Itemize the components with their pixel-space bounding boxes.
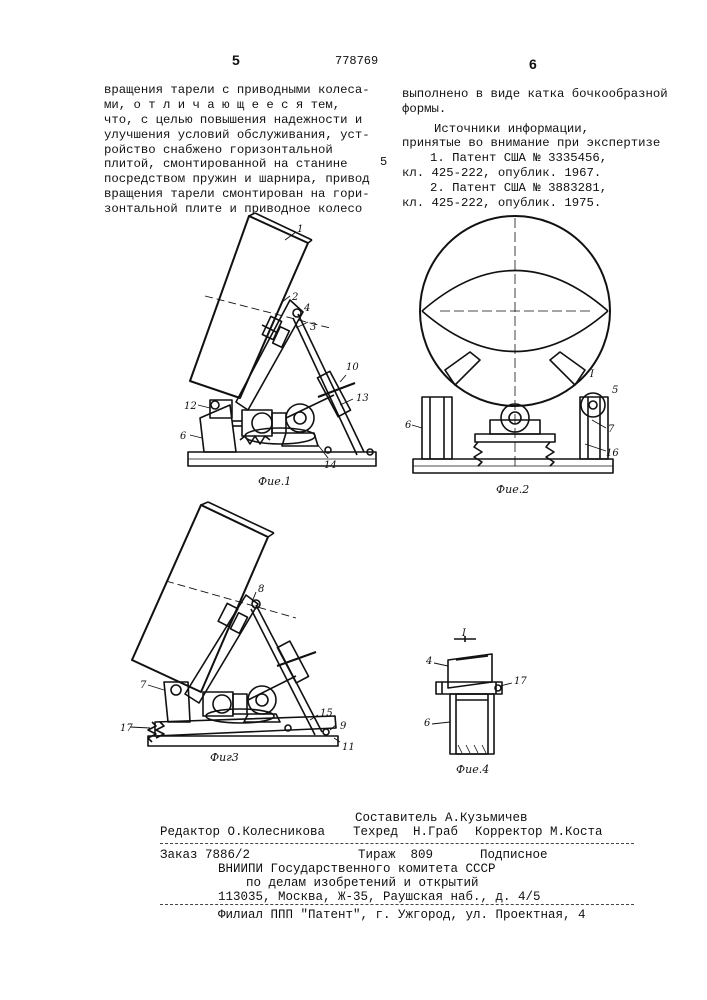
fig2-drawing — [413, 216, 613, 473]
fig3-label-15: 15 — [320, 708, 333, 719]
fig2-label-6: 6 — [405, 420, 412, 431]
fig4-title: I — [461, 628, 467, 639]
fig4-label-6: 6 — [424, 718, 431, 729]
footer-org-line-3: 113035, Москва, Ж-35, Раушская наб., д. … — [218, 890, 541, 904]
fig2-label-5: 5 — [612, 385, 618, 396]
footer-divider-2 — [160, 904, 634, 905]
fig3-label-9: 9 — [340, 721, 347, 732]
footer-org-line-1: ВНИИПИ Государственного комитета СССР — [218, 862, 496, 876]
fig1-drawing — [188, 213, 376, 466]
fig1-label-13: 13 — [356, 393, 369, 404]
fig4-drawing — [436, 636, 502, 754]
fig4-label-4: 4 — [425, 656, 432, 667]
fig3-caption: Фиг3 — [210, 751, 239, 764]
footer-branch: Филиал ППП "Патент", г. Ужгород, ул. Про… — [218, 908, 586, 922]
fig2-label-7: 7 — [608, 424, 615, 435]
fig1-label-10: 10 — [346, 362, 359, 373]
fig1-label-1: 1 — [297, 224, 303, 235]
fig1-label-14: 14 — [324, 460, 337, 471]
fig1-label-6: 6 — [180, 431, 187, 442]
footer-divider-1 — [160, 843, 634, 844]
fig2-caption: Фие.2 — [496, 483, 529, 496]
footer-compiler: Составитель А.Кузьмичев — [355, 811, 528, 825]
fig3-label-17: 17 — [120, 723, 133, 734]
fig3-label-8: 8 — [258, 584, 264, 595]
fig2-detail-mark: I — [589, 369, 595, 380]
fig1-label-2: 2 — [291, 292, 298, 303]
footer-circulation: Тираж 809 — [358, 848, 433, 862]
footer-corrector: Корректор М.Коста — [475, 825, 603, 839]
fig1-label-12: 12 — [184, 401, 197, 412]
footer-order: Заказ 7886/2 — [160, 848, 250, 862]
fig4-caption: Фие.4 — [456, 763, 489, 776]
fig4-label-17: 17 — [514, 676, 527, 687]
fig1-label-3: 3 — [310, 322, 316, 333]
fig1-label-4: 4 — [303, 303, 310, 314]
fig3-label-7: 7 — [140, 680, 147, 691]
footer-techred: Техред Н.Граб — [353, 825, 458, 839]
footer-org-line-2: по делам изобретений и открытий — [246, 876, 479, 890]
fig3-label-11: 11 — [342, 742, 355, 753]
footer-subscription: Подписное — [480, 848, 548, 862]
footer-editor: Редактор О.Колесникова — [160, 825, 325, 839]
fig1-caption: Фие.1 — [258, 475, 291, 488]
fig2-label-16: 16 — [606, 448, 619, 459]
fig3-drawing — [132, 502, 338, 746]
